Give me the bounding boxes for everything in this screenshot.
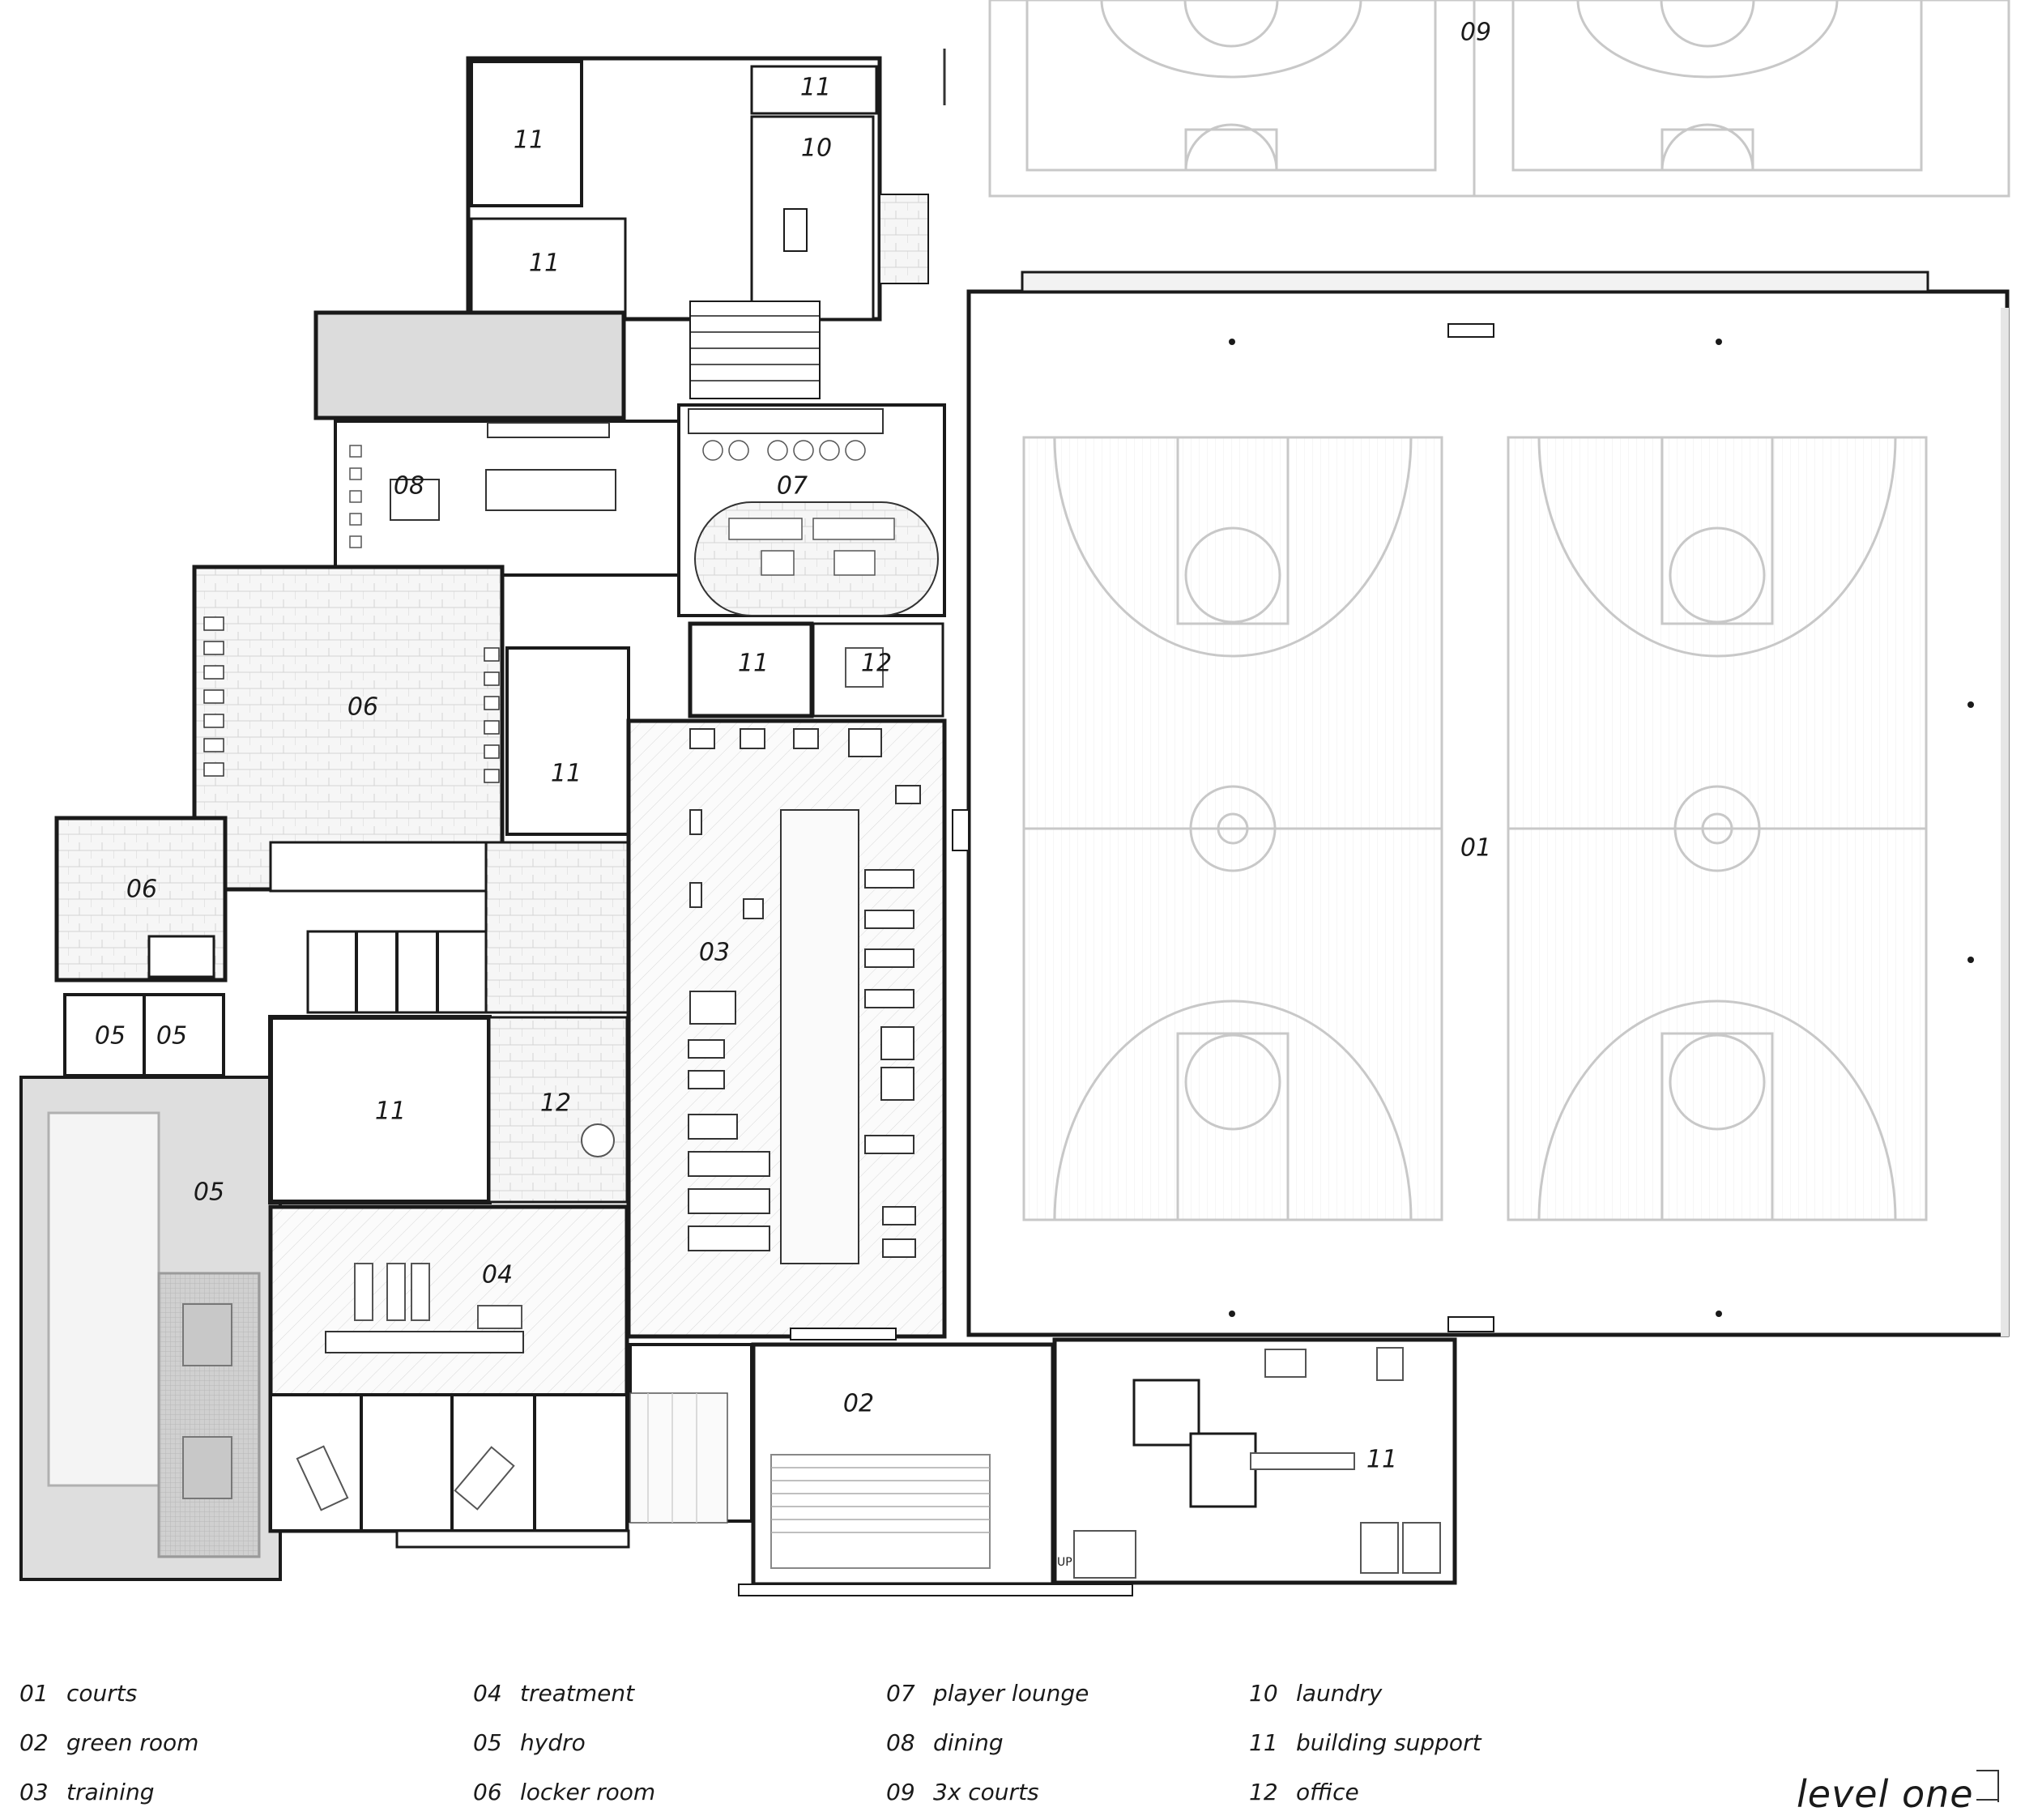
legend-name: office bbox=[1296, 1779, 1359, 1805]
legend-item: 01 courts bbox=[19, 1669, 198, 1718]
legend-number: 01 bbox=[19, 1680, 49, 1707]
wet-core bbox=[306, 646, 630, 1014]
legend-column: 07 player lounge 08 dining 09 3x courts bbox=[886, 1669, 1089, 1817]
north-block bbox=[466, 56, 929, 399]
legend-number: 03 bbox=[19, 1779, 49, 1805]
legend-number: 02 bbox=[19, 1729, 49, 1756]
legend-number: 05 bbox=[473, 1729, 502, 1756]
legend-item: 03 training bbox=[19, 1767, 198, 1817]
legend-number: 12 bbox=[1249, 1779, 1278, 1805]
outdoor-courts bbox=[988, 0, 2010, 198]
legend-name: building support bbox=[1296, 1729, 1481, 1756]
room-label: 07 bbox=[777, 472, 808, 501]
legend-name: 3x courts bbox=[933, 1779, 1039, 1805]
room-label: 08 bbox=[394, 472, 424, 501]
room-label: 05 bbox=[194, 1179, 224, 1207]
legend-name: dining bbox=[933, 1729, 1004, 1756]
legend-item: 12 office bbox=[1249, 1767, 1481, 1817]
dining-area bbox=[313, 310, 693, 577]
room-label: 05 bbox=[95, 1022, 126, 1051]
legend-number: 04 bbox=[473, 1680, 502, 1707]
legend-item: 06 locker room bbox=[473, 1767, 655, 1817]
mid-block bbox=[268, 1015, 629, 1204]
room-label: 10 bbox=[801, 134, 832, 163]
lounge-area bbox=[677, 403, 946, 617]
legend-item: 05 hydro bbox=[473, 1718, 655, 1767]
room-label: 11 bbox=[738, 650, 769, 678]
legend-number: 08 bbox=[886, 1729, 915, 1756]
southeast-block bbox=[1052, 1337, 1457, 1585]
legend-item: 09 3x courts bbox=[886, 1767, 1089, 1817]
room-label: 06 bbox=[126, 876, 157, 904]
legend-name: green room bbox=[66, 1729, 199, 1756]
legend-number: 07 bbox=[886, 1680, 915, 1707]
legend-name: locker room bbox=[520, 1779, 656, 1805]
room-label: 02 bbox=[843, 1390, 874, 1418]
room-label: 01 bbox=[1460, 834, 1491, 863]
room-label: 12 bbox=[861, 650, 892, 678]
main-gym bbox=[966, 271, 2010, 1337]
room-label: 11 bbox=[551, 760, 582, 788]
room-label: 04 bbox=[482, 1261, 513, 1289]
legend-name: laundry bbox=[1296, 1680, 1383, 1707]
room-label: 11 bbox=[375, 1098, 406, 1126]
hydro-area bbox=[19, 935, 282, 1581]
treatment-area bbox=[268, 1204, 630, 1549]
sheet-title-underline bbox=[1976, 1799, 1999, 1801]
legend-item: 08 dining bbox=[886, 1718, 1089, 1767]
legend-name: player lounge bbox=[933, 1680, 1089, 1707]
room-label: 11 bbox=[800, 74, 831, 102]
legend-item: 07 player lounge bbox=[886, 1669, 1089, 1718]
legend-column: 10 laundry 11 building support 12 office bbox=[1249, 1669, 1481, 1817]
legend-item: 02 green room bbox=[19, 1718, 198, 1767]
room-label: 06 bbox=[347, 693, 378, 722]
locker-rooms bbox=[54, 565, 507, 982]
room-labels: 01 02 03 04 05 05 05 06 06 07 08 09 10 1… bbox=[95, 19, 1491, 1570]
room-legend: 01 courts 02 green room 03 training 04 treat… bbox=[0, 1669, 2025, 1820]
legend-item: 11 building support bbox=[1249, 1718, 1481, 1767]
legend-number: 11 bbox=[1249, 1729, 1278, 1756]
legend-number: 06 bbox=[473, 1779, 502, 1805]
legend-item: 10 laundry bbox=[1249, 1669, 1481, 1718]
room-label: 12 bbox=[540, 1089, 571, 1118]
stair-up-label: UP bbox=[1057, 1556, 1072, 1569]
legend-number: 10 bbox=[1249, 1680, 1278, 1707]
legend-column: 01 courts 02 green room 03 training bbox=[19, 1669, 198, 1817]
legend-name: training bbox=[66, 1779, 155, 1805]
legend-number: 09 bbox=[886, 1779, 915, 1805]
legend-name: hydro bbox=[520, 1729, 586, 1756]
training-area bbox=[626, 718, 970, 1340]
room-label: 11 bbox=[514, 126, 544, 155]
room-label: 09 bbox=[1460, 19, 1491, 47]
room-label: 11 bbox=[1366, 1446, 1397, 1474]
legend-item: 04 treatment bbox=[473, 1669, 655, 1718]
sheet-title-mark bbox=[1976, 1770, 1999, 1802]
room-label: 03 bbox=[699, 939, 730, 967]
green-room-area bbox=[629, 1342, 1133, 1596]
legend-column: 04 treatment 05 hydro 06 locker room bbox=[473, 1669, 655, 1817]
sheet-title: level one bbox=[1797, 1772, 1974, 1816]
legend-name: treatment bbox=[520, 1680, 635, 1707]
room-label: 11 bbox=[529, 249, 560, 278]
core-rooms bbox=[688, 621, 944, 718]
room-label: 05 bbox=[156, 1022, 187, 1051]
legend-name: courts bbox=[66, 1680, 138, 1707]
